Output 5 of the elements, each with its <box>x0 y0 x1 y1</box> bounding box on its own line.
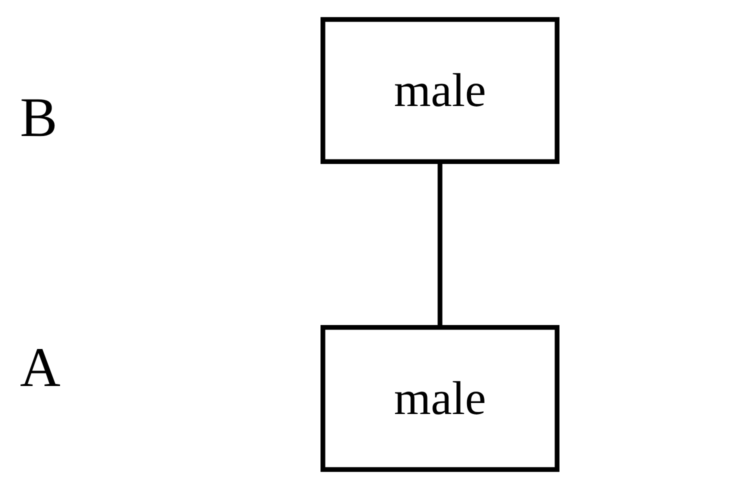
row-label: B <box>20 90 58 146</box>
node-box: male <box>320 325 560 472</box>
row-label: A <box>20 340 60 396</box>
node-box: male <box>320 17 560 164</box>
connector <box>438 162 442 328</box>
